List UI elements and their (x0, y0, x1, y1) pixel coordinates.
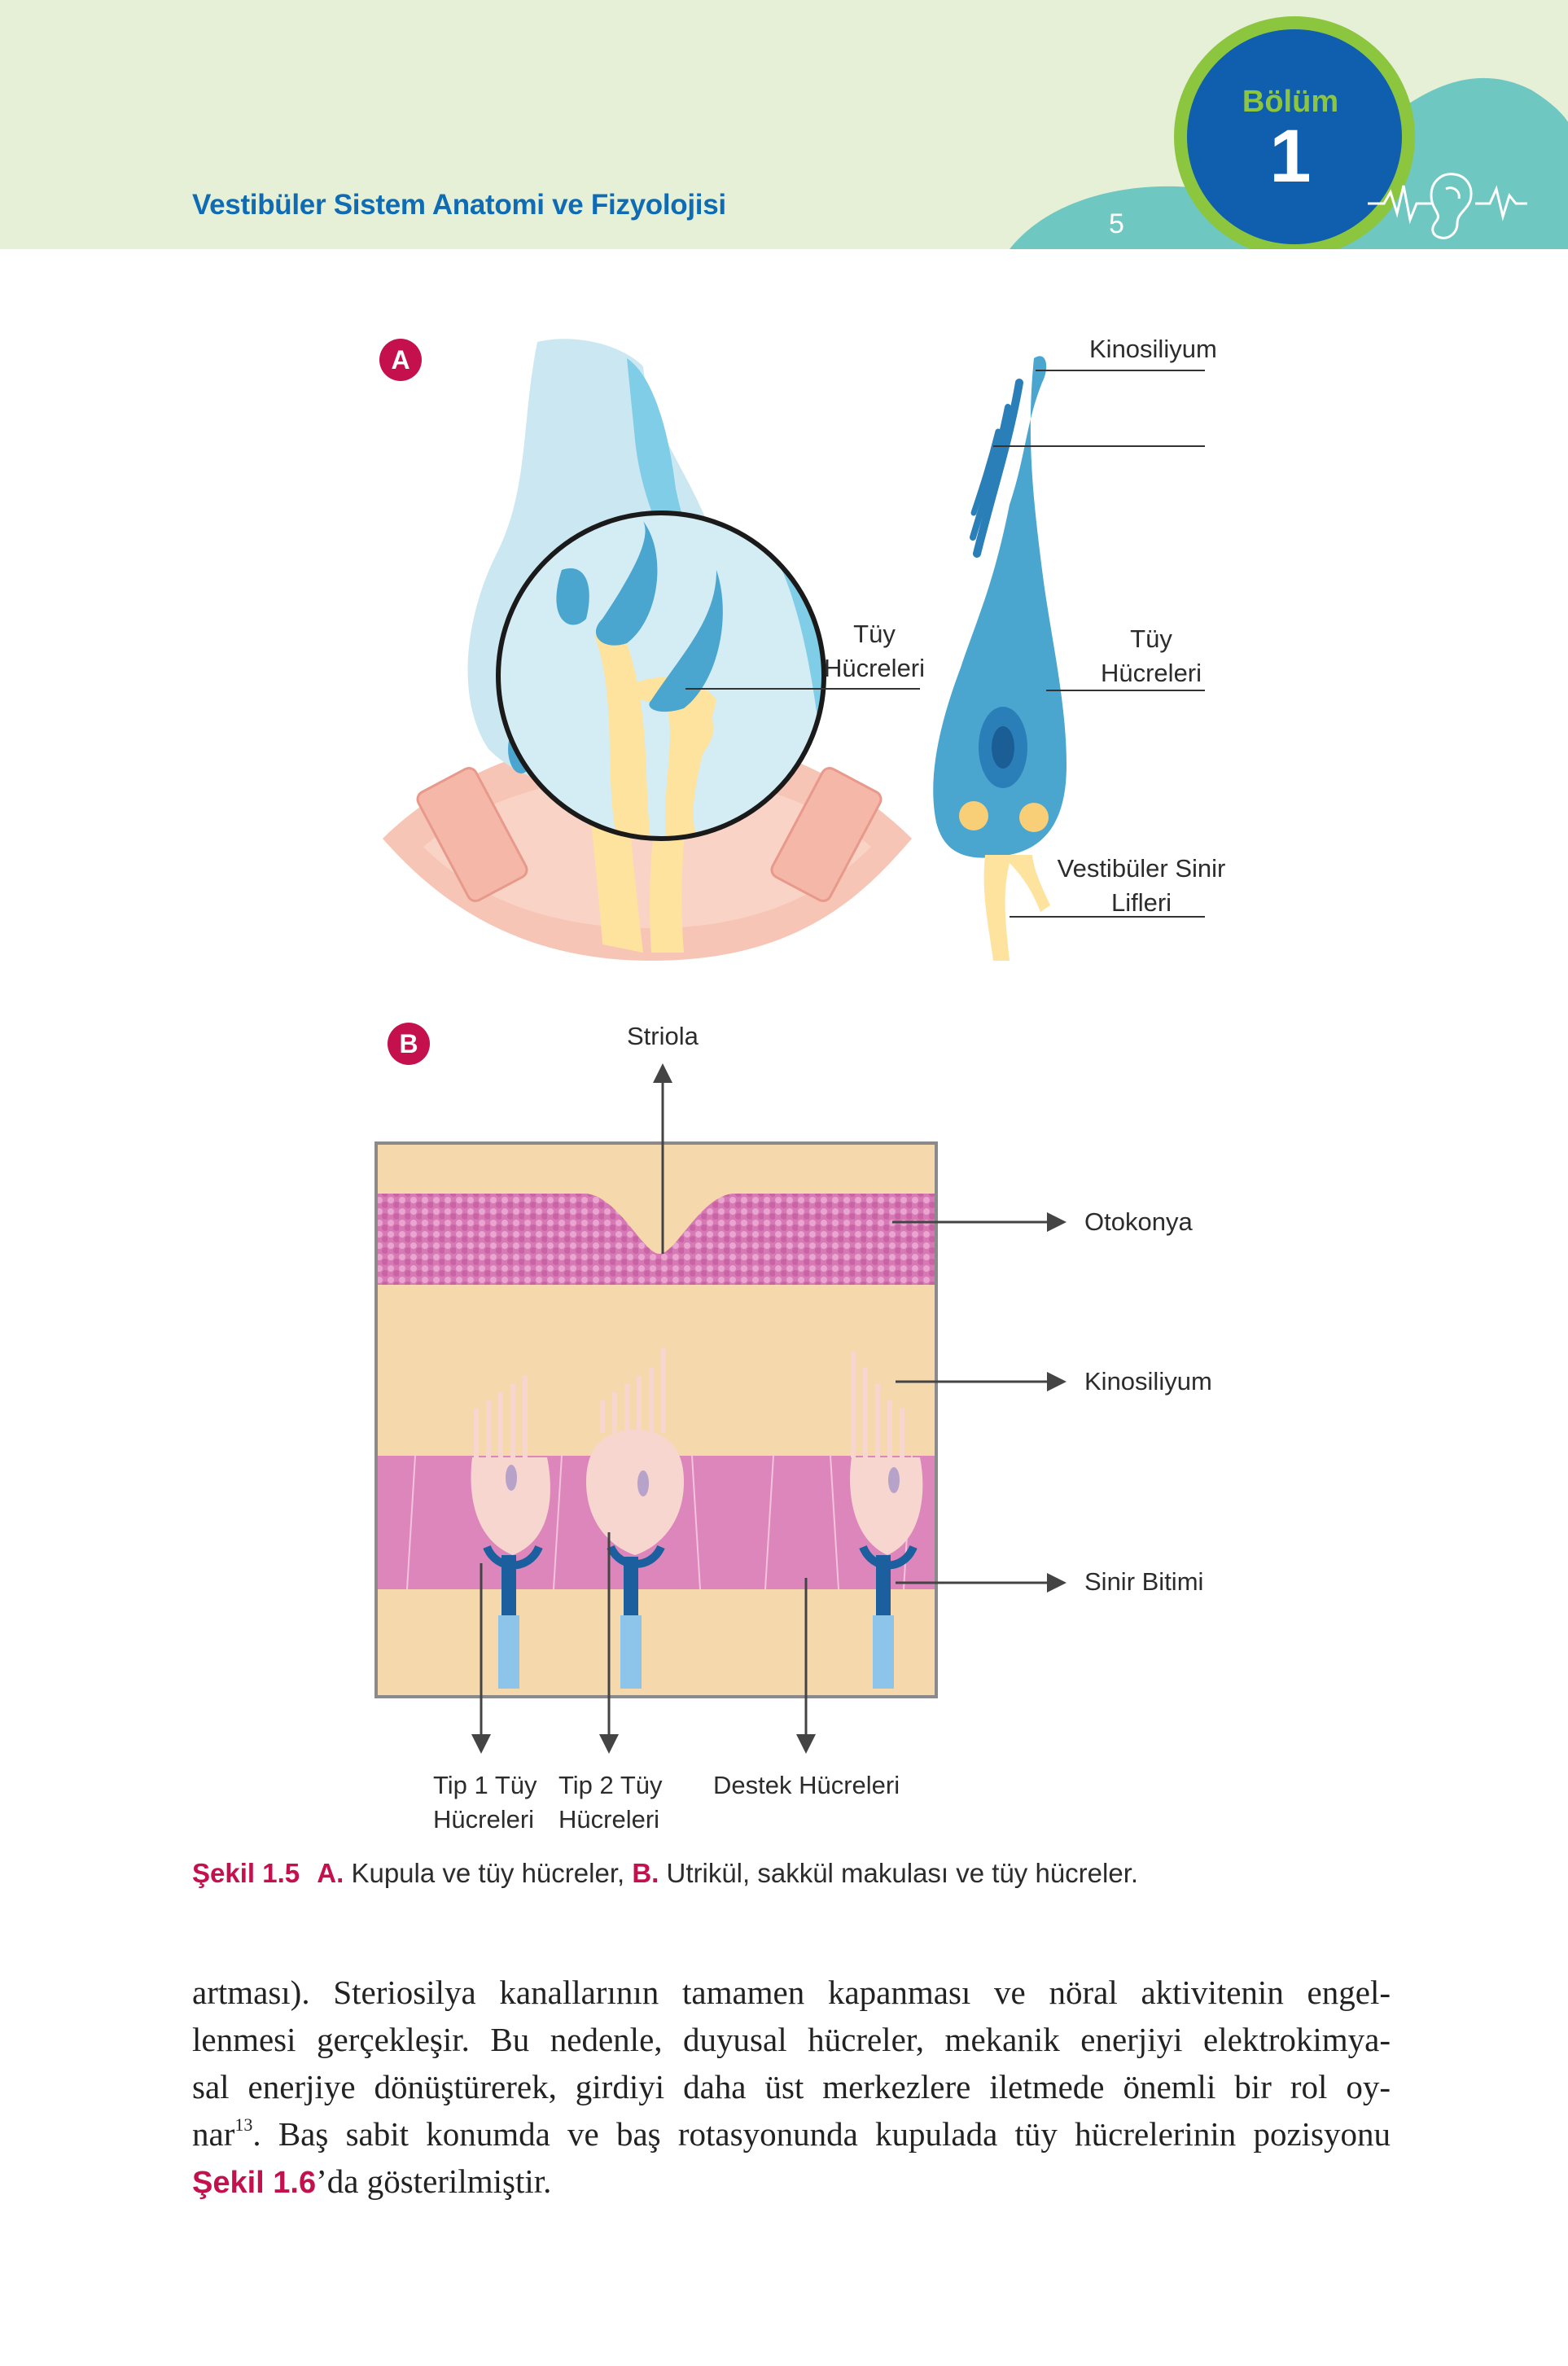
caption-a-text: Kupula ve tüy hücreler, (344, 1858, 633, 1888)
label-otokonya: Otokonya (1084, 1207, 1193, 1236)
label-tip1-2: Hücreleri (433, 1805, 535, 1834)
caption-a-marker: A. (317, 1858, 344, 1888)
body-line-5-text: ’da gösterilmiştir. (316, 2162, 552, 2200)
label-vestibuler-2: Lifleri (1110, 888, 1172, 917)
body-paragraph: artması). Steriosilya kanallarının tamam… (192, 1969, 1391, 2205)
label-destek-hucreleri: Destek Hücreleri (713, 1771, 900, 1799)
caption-figure-ref: Şekil 1.5 (192, 1858, 300, 1888)
label-tuy-hucreleri-left: Tüy Hücreleri (814, 617, 935, 686)
label-vestibuler-1: Vestibüler Sinir (1057, 854, 1226, 883)
label-tuy-hucreleri-right: Tüy Hücreleri (1091, 622, 1211, 690)
label-striola: Striola (627, 1022, 699, 1050)
label-sinir-bitimi: Sinir Bitimi (1084, 1567, 1204, 1596)
body-line-4a: nar (192, 2115, 235, 2153)
figure-illustration (374, 339, 1205, 1754)
running-title: Vestibüler Sistem Anatomi ve Fizyolojisi (192, 189, 726, 221)
tip1-hair-cell-right (850, 1352, 923, 1689)
hair-cell-illustration (933, 356, 1205, 961)
body-line-1: artması). Steriosilya kanallarının tamam… (192, 1974, 1391, 2011)
label-tip2-tuy-hucreleri: Tip 2 Tüy Hücreleri (558, 1768, 663, 1837)
label-tip2-2: Hücreleri (558, 1805, 660, 1834)
figure-caption: Şekil 1.5 A. Kupula ve tüy hücreler, B. … (192, 1858, 1138, 1889)
ear-soundwave-icon (1368, 173, 1527, 239)
page-header: Vestibüler Sistem Anatomi ve Fizyolojisi… (0, 0, 1568, 249)
panel-a-badge: A (379, 339, 422, 381)
citation-13: 13 (234, 2114, 253, 2135)
body-line-4: nar13. Baş sabit konumda ve baş rotasyon… (192, 2110, 1391, 2158)
label-tuy-right-2: Hücreleri (1100, 659, 1202, 687)
panel-b-badge: B (388, 1023, 430, 1065)
label-tip2-1: Tip 2 Tüy (558, 1771, 663, 1799)
body-line-3: sal enerjiye dönüştürerek, girdiyi daha … (192, 2068, 1391, 2105)
chapter-label: Bölüm (1242, 85, 1339, 119)
label-tuy-right-1: Tüy (1130, 624, 1172, 653)
figure-1-6-link[interactable]: Şekil 1.6 (192, 2166, 317, 2200)
label-vestibuler-sinir-lifleri: Vestibüler Sinir Lifleri (1050, 852, 1233, 920)
body-line-4b: . Baş sabit konumda ve baş rotasyonunda … (252, 2115, 1391, 2153)
caption-b-marker: B. (632, 1858, 659, 1888)
body-line-5: Şekil 1.6’da gösterilmiştir. (192, 2158, 1391, 2205)
body-line-2: lenmesi gerçekleşir. Bu nedenle, duyusal… (192, 2021, 1391, 2058)
chapter-number: 1 (1269, 115, 1312, 198)
label-tip1-tuy-hucreleri: Tip 1 Tüy Hücreleri (433, 1768, 537, 1837)
panel-b-arrows (471, 1063, 1067, 1754)
figure-1-5: A Kinosiliyum Tüy Hücreleri Tüy Hücreler… (0, 249, 1568, 1845)
label-tip1-1: Tip 1 Tüy (433, 1771, 537, 1799)
macula-illustration (374, 1141, 938, 1698)
header-decoration (1010, 16, 1568, 249)
label-tuy-left-1: Tüy (853, 620, 896, 648)
label-kinosiliyum-b: Kinosiliyum (1084, 1367, 1212, 1396)
label-kinosiliyum-a: Kinosiliyum (1089, 335, 1217, 363)
caption-b-text: Utrikül, sakkül makulası ve tüy hücreler… (659, 1858, 1139, 1888)
page-number: 5 (1109, 208, 1124, 239)
tip1-hair-cell (471, 1376, 550, 1689)
tip2-hair-cell (586, 1348, 684, 1689)
label-tuy-left-2: Hücreleri (823, 654, 926, 682)
